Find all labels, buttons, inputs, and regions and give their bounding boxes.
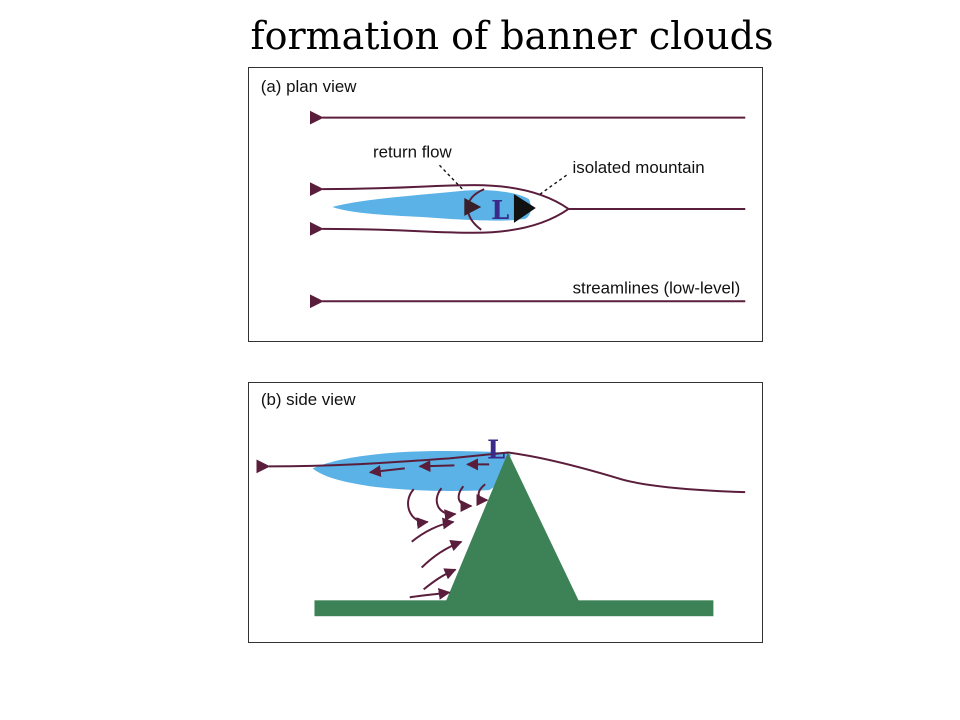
cloud-plan <box>332 190 531 221</box>
return-flow-leader <box>438 164 465 192</box>
eddy-2 <box>435 487 457 522</box>
return-flow-label: return flow <box>373 142 453 161</box>
streamlines-label: streamlines (low-level) <box>573 278 741 297</box>
eddy-4 <box>411 517 455 543</box>
page-title: formation of banner clouds <box>250 14 774 58</box>
streamline-upper <box>256 451 746 494</box>
low-pressure-label: L <box>491 196 509 226</box>
side-view-label: (b) side view <box>261 390 356 409</box>
cloud-side <box>312 451 511 491</box>
low-pressure-label-side: L <box>487 435 505 465</box>
eddy-5 <box>420 539 463 569</box>
plan-view-diagram: (a) plan view streamlines (low-level) L … <box>261 77 746 309</box>
streamline-upper-split <box>309 182 570 210</box>
side-view-diagram: (b) side view L <box>256 390 746 617</box>
streamline-lower-split <box>309 208 570 236</box>
eddy-1 <box>407 488 429 530</box>
cloud-arrow-3 <box>368 465 405 478</box>
eddy-6 <box>423 568 457 591</box>
return-flow-arrowhead <box>464 198 482 216</box>
plan-view-panel: (a) plan view streamlines (low-level) L … <box>248 67 763 342</box>
plan-view-label: (a) plan view <box>261 77 357 96</box>
isolated-mountain-label: isolated mountain <box>573 158 705 177</box>
mountain-side <box>445 452 580 603</box>
ground <box>314 600 714 617</box>
eddy-8 <box>476 483 489 507</box>
mountain-leader <box>538 174 567 196</box>
mountain-plan <box>513 194 536 223</box>
eddy-3 <box>457 485 473 512</box>
side-view-panel: (b) side view L <box>248 382 763 643</box>
eddy-7 <box>409 588 451 600</box>
cloud-arrow-2 <box>418 460 455 473</box>
